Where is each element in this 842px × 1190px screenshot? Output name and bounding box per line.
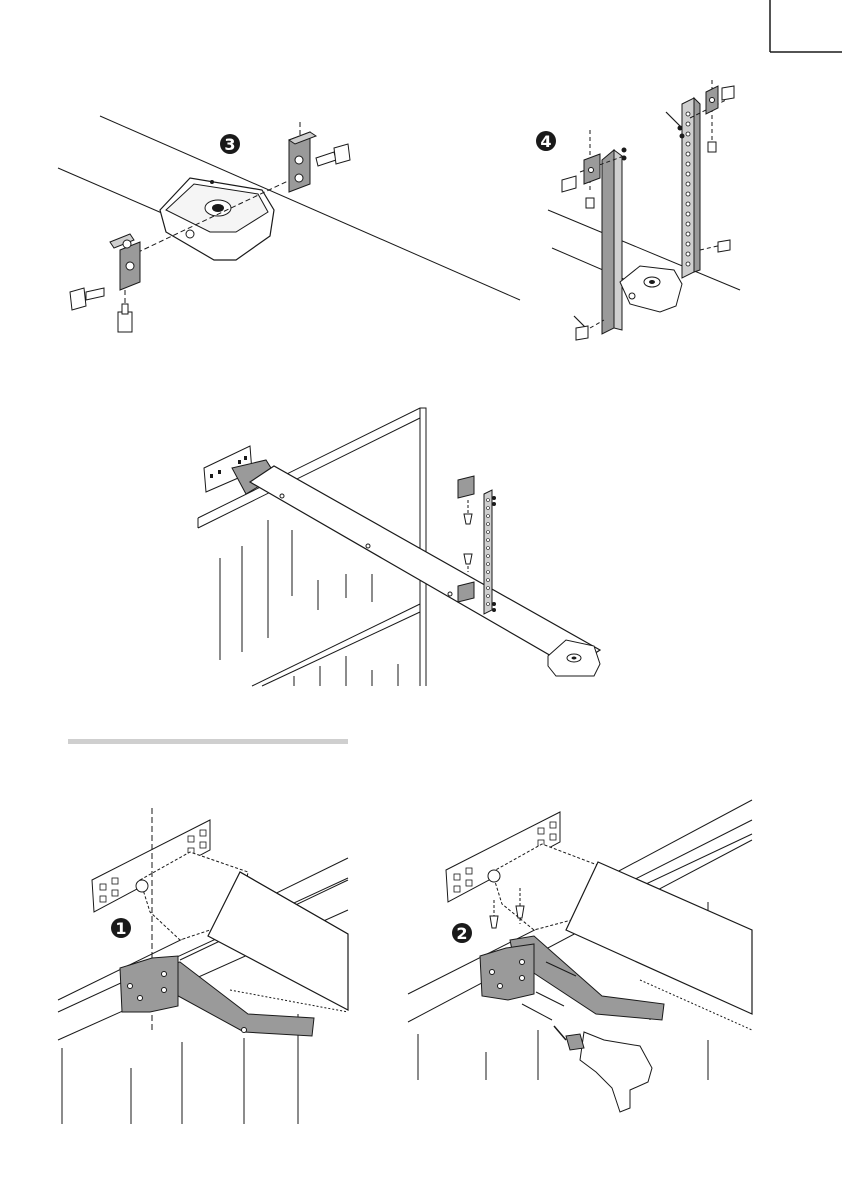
step-2-number: 2 bbox=[456, 924, 467, 943]
